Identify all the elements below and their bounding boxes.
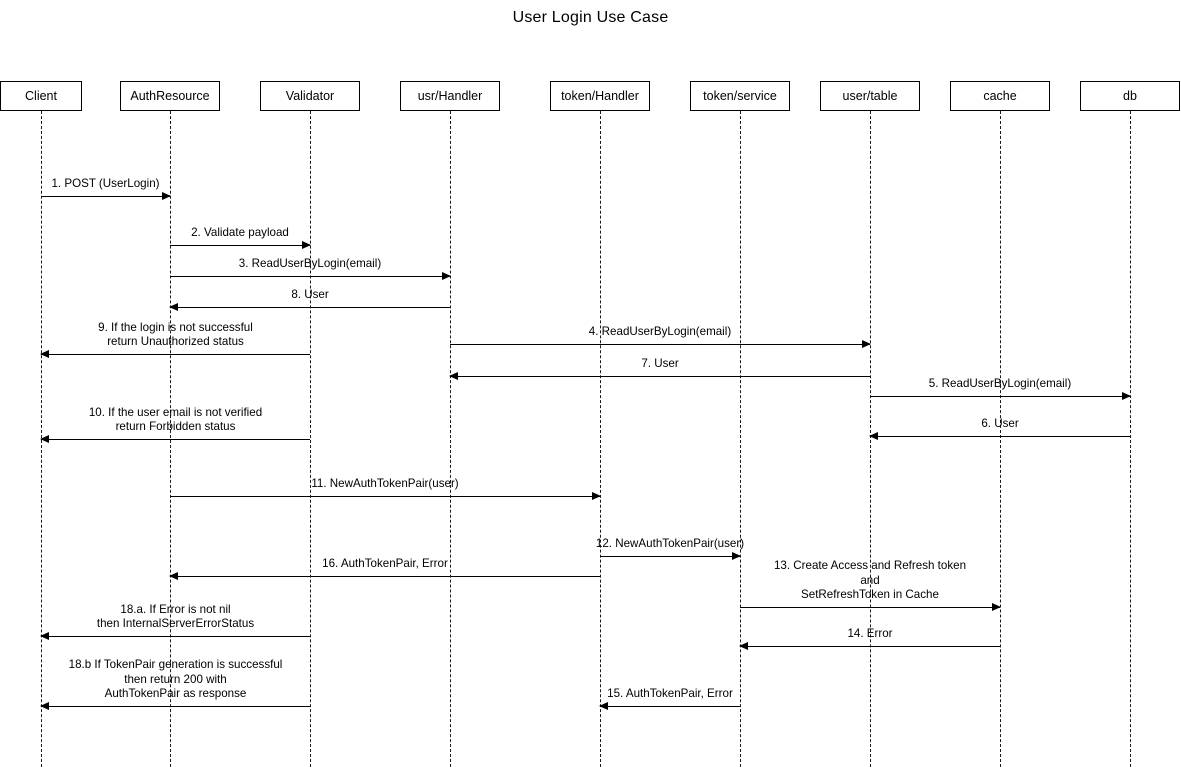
lifeline-tokenhandler: [600, 111, 601, 767]
message-label: 16. AuthTokenPair, Error: [322, 557, 448, 571]
arrowhead-icon: [169, 302, 178, 311]
message-label: 18.a. If Error is not nil then InternalS…: [96, 602, 255, 631]
arrowhead-icon: [592, 491, 601, 500]
arrowhead-icon: [302, 240, 311, 249]
participant-box-tokenhandler[interactable]: token/Handler: [550, 81, 650, 111]
message-line: [600, 706, 740, 707]
arrowhead-icon: [40, 349, 49, 358]
lifeline-usrhandler: [450, 111, 451, 767]
message-line: [170, 496, 600, 497]
message-label: 10. If the user email is not verified re…: [88, 405, 263, 434]
participant-box-cache[interactable]: cache: [950, 81, 1050, 111]
lifeline-validator: [310, 111, 311, 767]
message-line: [41, 354, 310, 355]
participant-box-validator[interactable]: Validator: [260, 81, 360, 111]
participant-box-usertable[interactable]: user/table: [820, 81, 920, 111]
message-line: [450, 376, 870, 377]
lifeline-db: [1130, 111, 1131, 767]
arrowhead-icon: [992, 602, 1001, 611]
message-label: 4. ReadUserByLogin(email): [588, 325, 732, 339]
page-title: User Login Use Case: [512, 9, 669, 26]
participant-box-authresource[interactable]: AuthResource: [120, 81, 220, 111]
message-line: [170, 576, 600, 577]
message-line: [600, 556, 740, 557]
message-label: 18.b If TokenPair generation is successf…: [68, 657, 283, 701]
message-label: 12. NewAuthTokenPair(user): [595, 537, 745, 551]
participant-box-client[interactable]: Client: [0, 81, 82, 111]
arrowhead-icon: [732, 551, 741, 560]
arrowhead-icon: [869, 431, 878, 440]
arrowhead-icon: [162, 191, 171, 200]
message-label: 15. AuthTokenPair, Error: [607, 687, 733, 701]
lifeline-cache: [1000, 111, 1001, 767]
message-line: [170, 307, 450, 308]
message-line: [740, 646, 1000, 647]
arrowhead-icon: [449, 371, 458, 380]
message-label: 2. Validate payload: [191, 226, 289, 240]
message-line: [41, 636, 310, 637]
message-label: 11. NewAuthTokenPair(user): [311, 477, 459, 491]
participant-box-tokenservice[interactable]: token/service: [690, 81, 790, 111]
arrowhead-icon: [599, 701, 608, 710]
participant-box-db[interactable]: db: [1080, 81, 1180, 111]
lifeline-tokenservice: [740, 111, 741, 767]
message-label: 1. POST (UserLogin): [51, 177, 160, 191]
message-label: 7. User: [641, 357, 679, 371]
message-line: [41, 706, 310, 707]
participant-box-usrhandler[interactable]: usr/Handler: [400, 81, 500, 111]
message-line: [450, 344, 870, 345]
arrowhead-icon: [40, 631, 49, 640]
message-line: [170, 245, 310, 246]
arrowhead-icon: [862, 339, 871, 348]
message-label: 9. If the login is not successful return…: [98, 320, 253, 349]
message-line: [870, 396, 1130, 397]
message-line: [170, 276, 450, 277]
arrowhead-icon: [739, 641, 748, 650]
arrowhead-icon: [1122, 391, 1131, 400]
arrowhead-icon: [442, 271, 451, 280]
message-line: [740, 607, 1000, 608]
arrowhead-icon: [40, 701, 49, 710]
arrowhead-icon: [169, 571, 178, 580]
message-line: [41, 196, 170, 197]
message-line: [41, 439, 310, 440]
message-line: [870, 436, 1130, 437]
arrowhead-icon: [40, 434, 49, 443]
